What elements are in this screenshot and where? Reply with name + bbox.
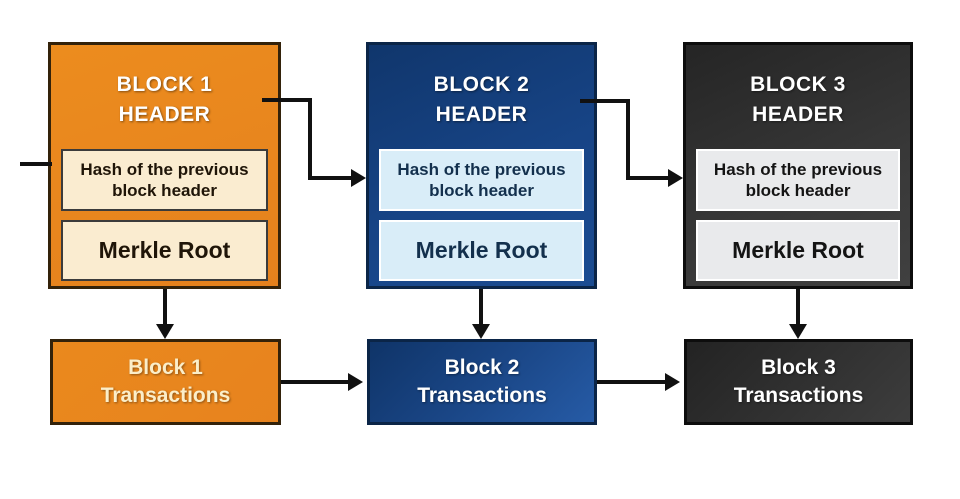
connector2-arrowhead-icon — [668, 169, 683, 187]
tx-arrow1-arrowhead-icon — [348, 373, 363, 391]
connector2-horizontal-top — [580, 99, 630, 103]
block2-transactions: Block 2 Transactions — [367, 339, 597, 425]
block3-header-title: BLOCK 3 HEADER — [686, 45, 910, 130]
block1-prev-hash-box: Hash of the previous block header — [61, 149, 268, 211]
tx-arrow2-line — [597, 380, 666, 384]
block2-prev-hash-line1: Hash of the previous — [397, 160, 566, 179]
block3-prev-hash-line1: Hash of the previous — [713, 160, 883, 179]
block3-prev-hash-line2: block header — [745, 181, 851, 200]
down-arrow3-line — [796, 289, 800, 326]
connector2-vertical — [626, 99, 630, 180]
block2-prev-hash-line2: block header — [429, 181, 534, 200]
connector1-horizontal-top — [262, 98, 312, 102]
block3-prev-hash-box: Hash of the previous block header — [696, 149, 900, 211]
block1-transactions: Block 1 Transactions — [50, 339, 281, 425]
incoming-previous-block-line — [20, 162, 52, 166]
connector1-arrowhead-icon — [351, 169, 366, 187]
block1-header: BLOCK 1 HEADER Hash of the previous bloc… — [48, 42, 281, 289]
block1-header-title-line1: BLOCK 1 — [116, 73, 213, 96]
block1-transactions-line2: Transactions — [100, 384, 231, 407]
block2-prev-hash-box: Hash of the previous block header — [379, 149, 584, 211]
block1-header-title-line2: HEADER — [118, 103, 211, 126]
block1-merkle-root-label: Merkle Root — [98, 237, 231, 263]
down-arrow1-arrowhead-icon — [156, 324, 174, 339]
block1-merkle-root-box: Merkle Root — [61, 220, 268, 281]
block2-transactions-line1: Block 2 — [444, 356, 520, 379]
connector1-horizontal-bottom — [308, 176, 352, 180]
block3-transactions-line2: Transactions — [733, 384, 864, 407]
block1-prev-hash-line1: Hash of the previous — [80, 160, 249, 179]
block3-merkle-root-box: Merkle Root — [696, 220, 900, 281]
block2-merkle-root-box: Merkle Root — [379, 220, 584, 281]
tx-arrow1-line — [281, 380, 349, 384]
down-arrow1-line — [163, 289, 167, 326]
block2-transactions-line2: Transactions — [417, 384, 547, 407]
block3-header-title-line2: HEADER — [752, 103, 844, 126]
down-arrow2-line — [479, 289, 483, 326]
block1-transactions-line1: Block 1 — [128, 356, 203, 379]
block3-header-title-line1: BLOCK 3 — [750, 73, 846, 96]
block1-prev-hash-line2: block header — [112, 181, 217, 200]
block3-merkle-root-label: Merkle Root — [732, 237, 864, 263]
block3-transactions: Block 3 Transactions — [684, 339, 913, 425]
block2-header-title-line1: BLOCK 2 — [433, 73, 530, 96]
block2-merkle-root-label: Merkle Root — [415, 237, 548, 263]
block2-header: BLOCK 2 HEADER Hash of the previous bloc… — [366, 42, 597, 289]
block3-header: BLOCK 3 HEADER Hash of the previous bloc… — [683, 42, 913, 289]
down-arrow3-arrowhead-icon — [789, 324, 807, 339]
connector1-vertical — [308, 98, 312, 180]
block3-transactions-line1: Block 3 — [761, 356, 836, 379]
block2-header-title: BLOCK 2 HEADER — [369, 45, 594, 130]
tx-arrow2-arrowhead-icon — [665, 373, 680, 391]
block1-header-title: BLOCK 1 HEADER — [51, 45, 278, 130]
block2-header-title-line2: HEADER — [435, 103, 528, 126]
connector2-horizontal-bottom — [626, 176, 669, 180]
down-arrow2-arrowhead-icon — [472, 324, 490, 339]
